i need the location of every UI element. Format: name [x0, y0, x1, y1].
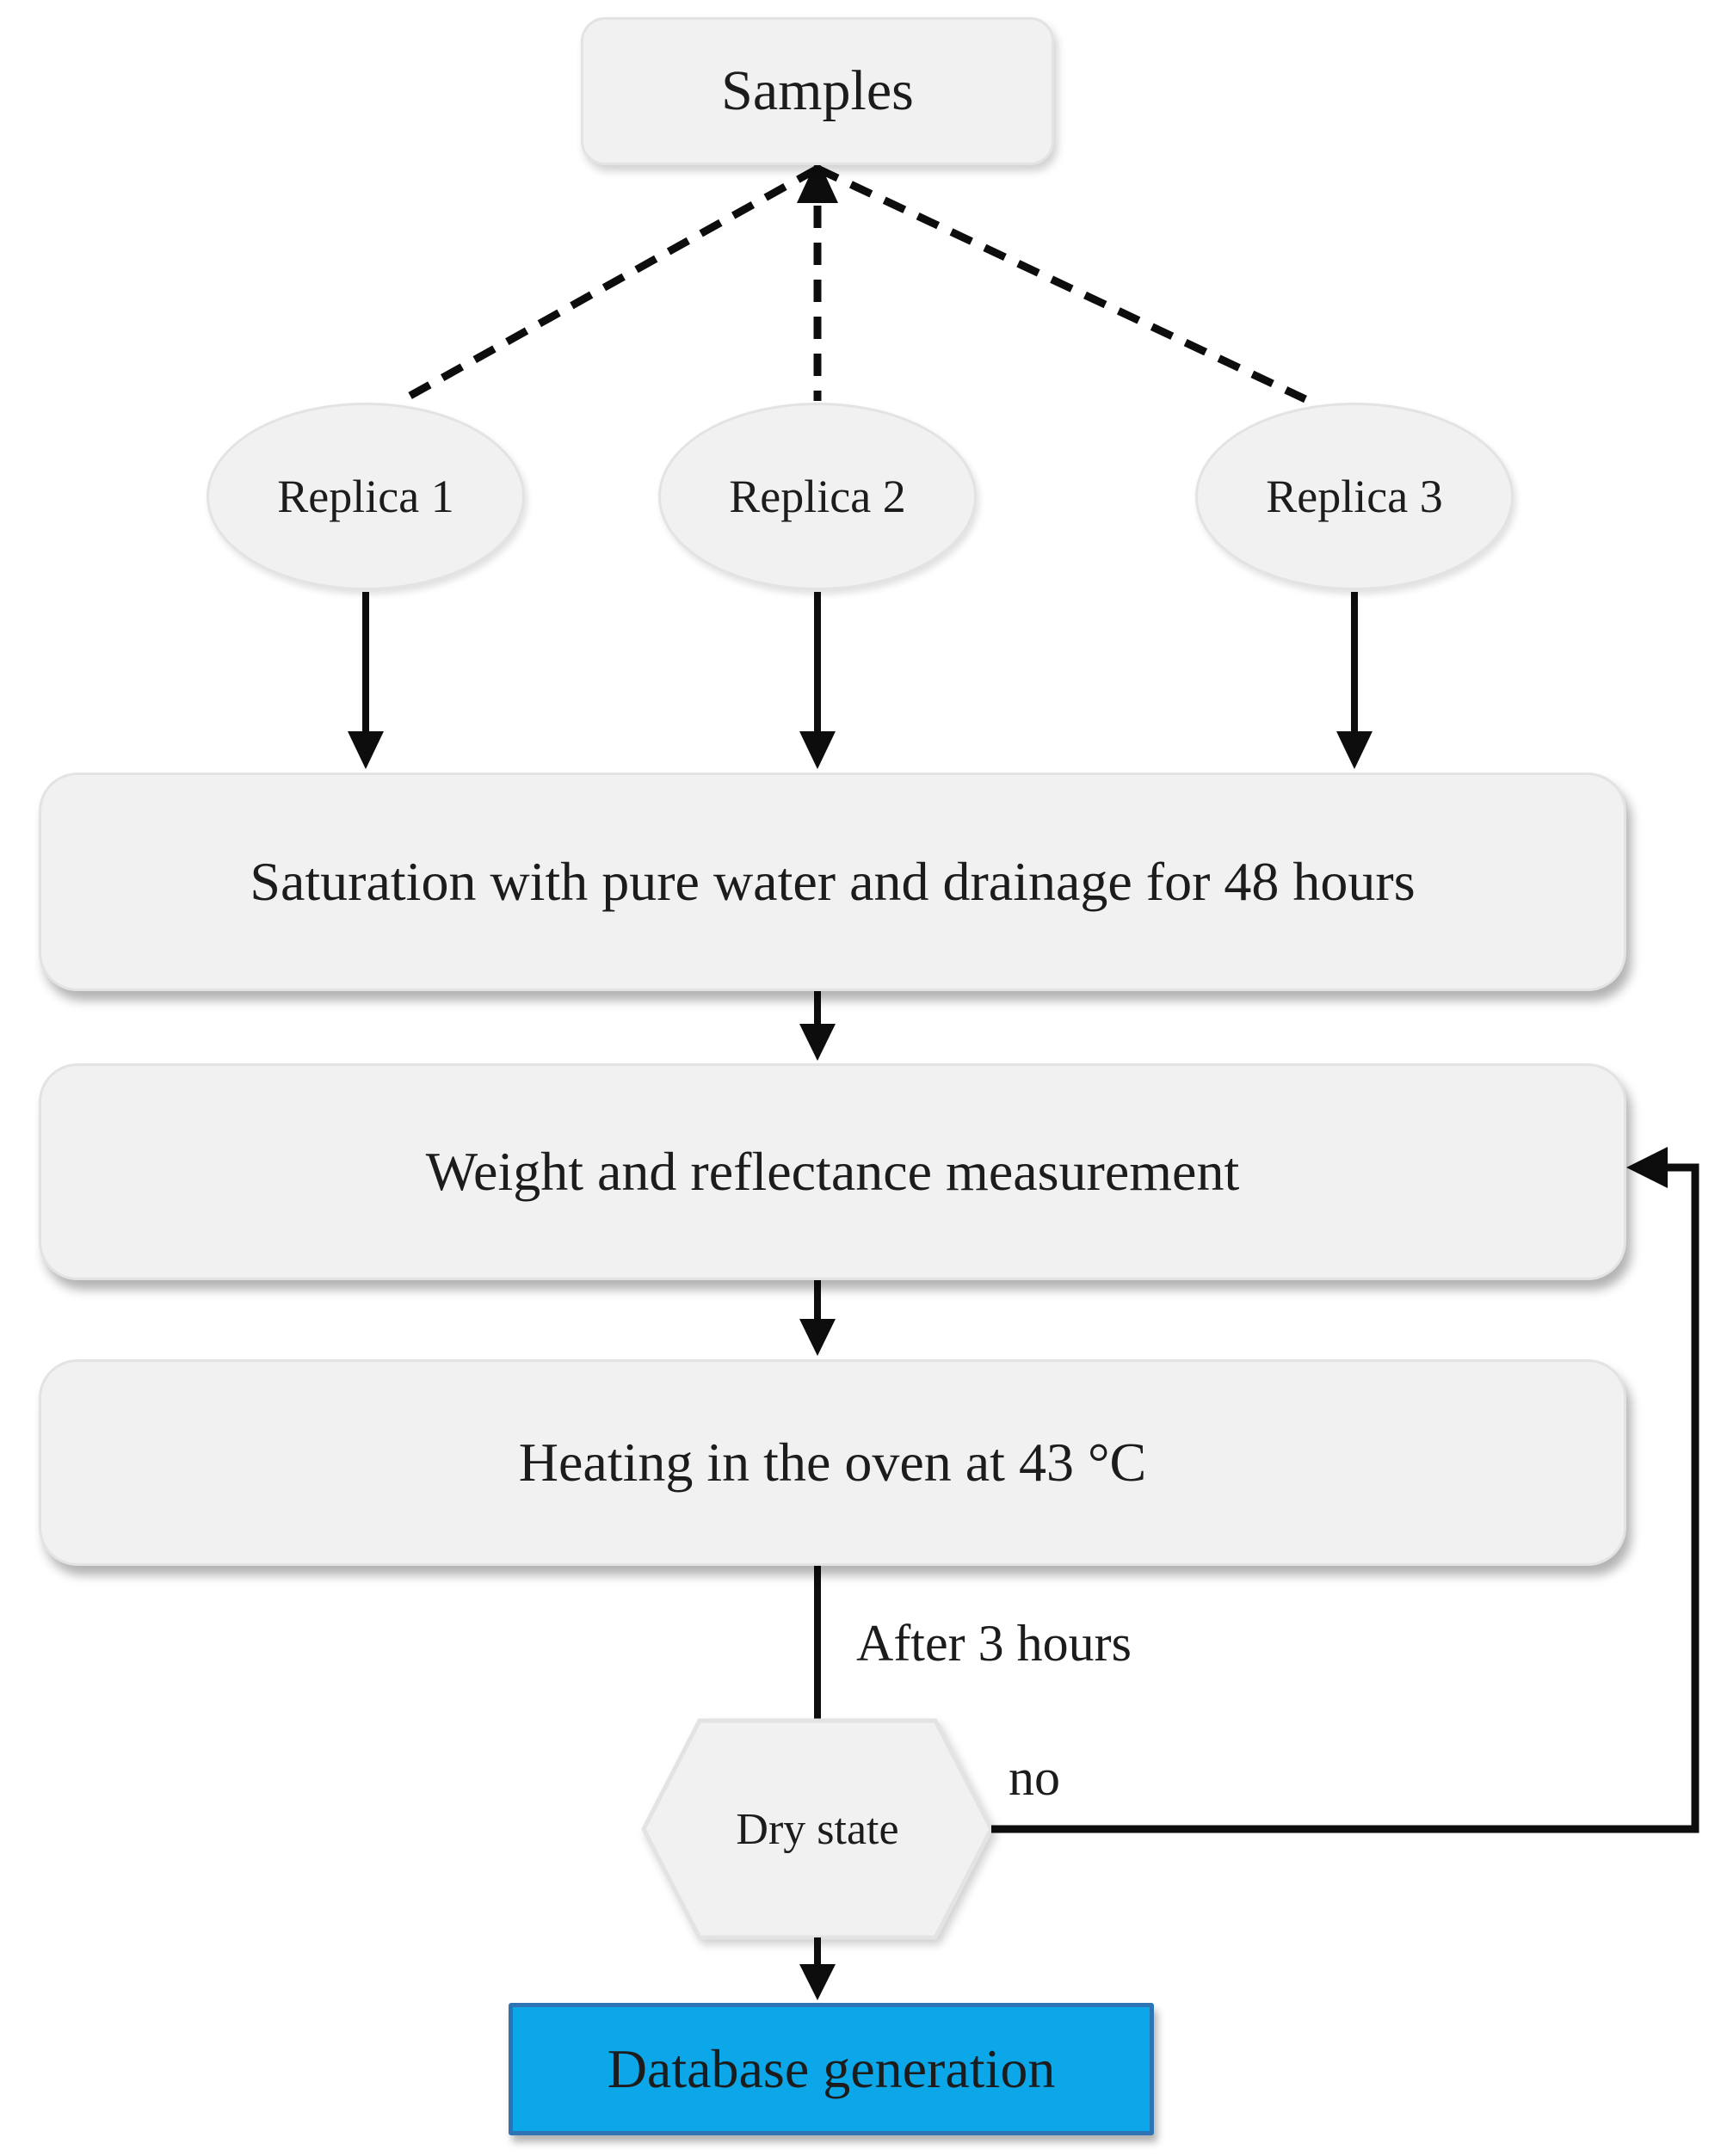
arrowhead-replica1 [348, 731, 384, 769]
replica-1-node: Replica 1 [207, 403, 525, 590]
dry-state-decision-label: Dry state [736, 1804, 899, 1854]
arrowhead-replica3 [1336, 731, 1372, 769]
feedback-line-no-to-weight [991, 1163, 1699, 1833]
heating-step-node: Heating in the oven at 43 °C [39, 1359, 1626, 1566]
arrowhead-weight [799, 1024, 836, 1061]
replica-2-node: Replica 2 [658, 403, 977, 590]
arrowhead-replica2 [799, 731, 836, 769]
dashed-connector-samples-replica3 [816, 164, 1307, 403]
dashed-connector-samples-replica1 [404, 165, 820, 401]
arrowhead-up-to-samples [797, 158, 838, 203]
arrowhead-database [799, 1964, 836, 2000]
weight-measurement-step-node: Weight and reflectance measurement [39, 1063, 1626, 1280]
arrowhead-feedback-left [1626, 1147, 1668, 1188]
after-3-hours-label: After 3 hours [856, 1615, 1132, 1672]
no-branch-label: no [1009, 1749, 1060, 1806]
replica-3-node: Replica 3 [1195, 403, 1514, 590]
database-generation-node: Database generation [509, 2003, 1154, 2135]
samples-node: Samples [581, 17, 1054, 165]
saturation-step-node: Saturation with pure water and drainage … [39, 773, 1626, 991]
arrowhead-heating [799, 1319, 836, 1356]
